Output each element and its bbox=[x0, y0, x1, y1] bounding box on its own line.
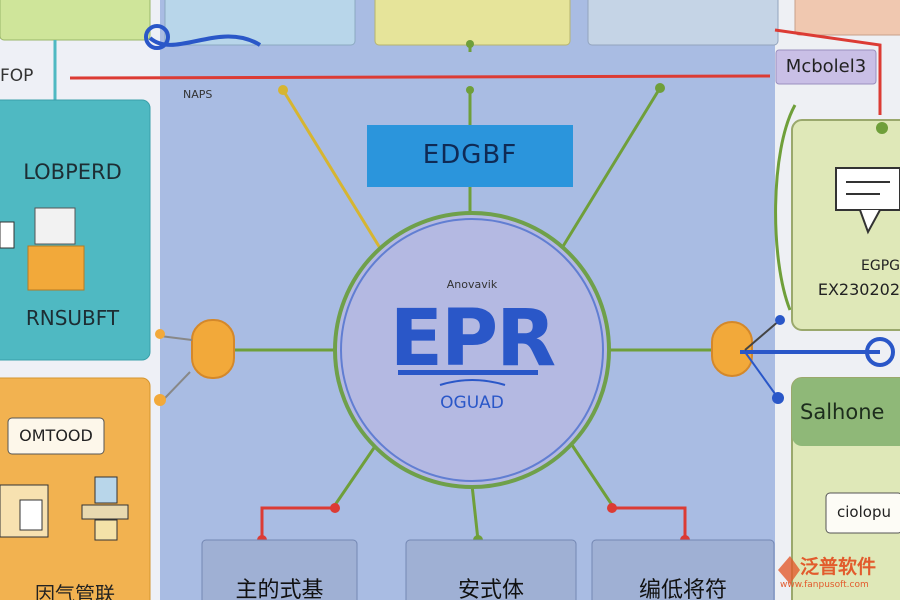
orange-panel-bar bbox=[81, 504, 129, 520]
teal-panel-folder bbox=[27, 245, 85, 291]
orange-panel-doc2 bbox=[19, 499, 43, 531]
top-box-yellow bbox=[374, 0, 571, 46]
left-top-small: NAPS bbox=[183, 88, 213, 101]
teal-panel-doc bbox=[0, 221, 15, 249]
blue-handle-line bbox=[148, 34, 262, 47]
top-box-grey bbox=[587, 0, 779, 46]
left-panel1-title: LOBPERD bbox=[23, 160, 122, 184]
spoke-green-sw bbox=[333, 441, 380, 506]
node-east-pill bbox=[711, 321, 753, 377]
right-card2-title: Salhone bbox=[800, 400, 885, 424]
link-east-1 bbox=[744, 319, 781, 351]
left-panel2-title: OMTOOD bbox=[19, 426, 93, 445]
watermark-name: 泛普软件 bbox=[800, 556, 877, 578]
blue-handle-ring bbox=[144, 24, 170, 50]
hub-small-text: Anovavik bbox=[446, 278, 498, 291]
chat-icon-tail bbox=[859, 209, 881, 235]
spoke-green-s bbox=[470, 484, 480, 541]
bottom-box-3 bbox=[591, 539, 775, 600]
link-west-2 bbox=[164, 371, 191, 399]
link-east-2 bbox=[744, 351, 779, 399]
right-card-code: EGPG bbox=[861, 258, 900, 274]
red-bottom-right bbox=[612, 506, 687, 540]
node-ne bbox=[655, 83, 665, 93]
right-card-node bbox=[876, 122, 888, 134]
right-curve bbox=[774, 104, 797, 311]
left-top-tag: FOP bbox=[0, 66, 34, 86]
spoke-green-se bbox=[568, 441, 614, 506]
hub-title: EPR bbox=[389, 294, 557, 384]
orange-panel-box bbox=[94, 519, 118, 541]
hub-underline bbox=[398, 370, 538, 375]
node-sw bbox=[330, 503, 340, 513]
hub-sub-text: OGUAD bbox=[440, 393, 504, 413]
node-west-dot2 bbox=[154, 394, 166, 406]
right-tag-box bbox=[775, 49, 877, 85]
node-west-dot1 bbox=[155, 329, 165, 339]
orange-panel-tag bbox=[7, 417, 105, 455]
spoke-green-ne bbox=[560, 87, 662, 249]
bottom-box-2 bbox=[405, 539, 577, 600]
node-nw bbox=[278, 85, 288, 95]
bottom-box-2-text: 安式体 bbox=[457, 578, 524, 600]
top-box-blue bbox=[164, 0, 356, 46]
red-bus-line bbox=[69, 74, 771, 80]
hub-arc bbox=[439, 379, 506, 386]
node-se bbox=[607, 503, 617, 513]
spoke-yellow-nw bbox=[281, 89, 382, 249]
node-east-dot2 bbox=[772, 392, 784, 404]
top-box-peach bbox=[794, 0, 900, 36]
hub-inner-ring bbox=[340, 218, 604, 482]
node-west-pill bbox=[191, 319, 235, 379]
bottom-box-1-text: 主的式基 bbox=[235, 578, 324, 600]
right-card2-pill-text: ciolopu bbox=[837, 503, 891, 521]
bottom-box-1 bbox=[201, 539, 358, 600]
right-card-chat-icon bbox=[835, 167, 900, 211]
top-node bbox=[466, 40, 474, 48]
red-right-line bbox=[774, 28, 882, 115]
banner-box bbox=[367, 125, 573, 187]
banner-text: EDGBF bbox=[422, 140, 518, 170]
teal-panel-card bbox=[34, 207, 76, 245]
right-card2-pill bbox=[825, 492, 900, 534]
orange-panel-phone bbox=[94, 476, 118, 504]
red-bottom-left bbox=[260, 506, 335, 540]
hub-circle bbox=[333, 211, 611, 489]
node-east-dot1 bbox=[775, 315, 785, 325]
link-west-1 bbox=[159, 335, 193, 341]
right-card-code2: EX230202 bbox=[817, 280, 900, 299]
top-box-lime bbox=[0, 0, 151, 41]
watermark-url: www.fanpusoft.com bbox=[780, 580, 869, 590]
bottom-box-3-text: 编低将符 bbox=[638, 578, 727, 600]
blue-east-ring bbox=[865, 337, 895, 367]
node-n bbox=[466, 86, 474, 94]
left-panel2-footer: 因气管联 bbox=[35, 582, 115, 600]
right-card2-header bbox=[792, 378, 900, 446]
right-tag-text: Mcbolel3 bbox=[785, 56, 867, 77]
watermark-logo-icon bbox=[778, 556, 800, 584]
left-panel1-footer: RNSUBFT bbox=[25, 306, 120, 330]
